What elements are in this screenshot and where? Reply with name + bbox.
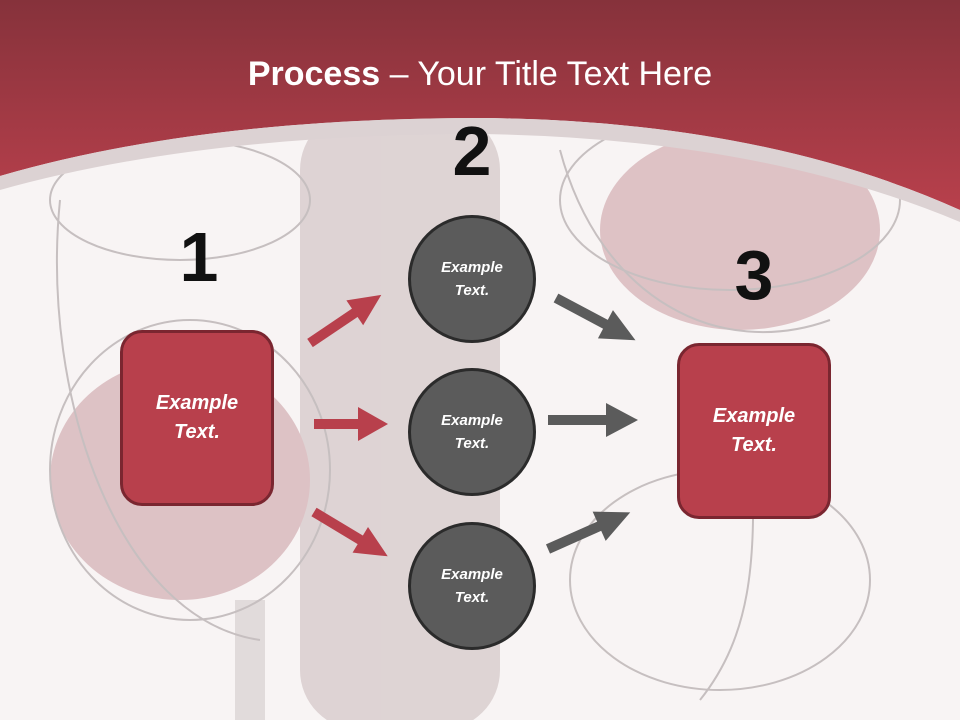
title-bold: Process — [247, 55, 381, 93]
right-step-box: Example Text. — [677, 343, 831, 519]
left-step-box: Example Text. — [120, 330, 274, 506]
slide-title: Process – Your Title Text Here — [0, 52, 960, 96]
step-number-2: 2 — [452, 112, 492, 190]
circle-2-line2: Text. — [454, 435, 490, 452]
circle-3-line2: Text. — [454, 589, 490, 606]
header-band — [0, 0, 960, 210]
arrow-from-circle-1 — [553, 293, 636, 341]
left-box-line2: Text. — [174, 421, 220, 443]
arrow-from-circle-2 — [548, 403, 638, 437]
circle-step-2: Example Text. — [408, 368, 536, 496]
step-number-3: 3 — [734, 236, 774, 314]
circle-step-1: Example Text. — [408, 215, 536, 343]
right-box-line2: Text. — [731, 434, 777, 456]
circle-3-line1: Example — [441, 566, 503, 583]
arrow-to-circle-3 — [311, 507, 388, 557]
right-box-line1: Example — [712, 405, 796, 427]
header-highlight — [0, 118, 960, 222]
circle-1-line2: Text. — [454, 282, 490, 299]
circle-1-line1: Example — [441, 259, 503, 276]
title-rest: – Your Title Text Here — [380, 55, 713, 93]
circle-2-line1: Example — [441, 412, 503, 429]
left-box-line1: Example — [155, 392, 239, 414]
arrow-to-circle-2 — [314, 407, 388, 441]
arrow-from-circle-3 — [545, 511, 631, 554]
arrow-to-circle-1 — [307, 294, 382, 348]
step-number-1: 1 — [179, 218, 219, 296]
circle-step-3: Example Text. — [408, 522, 536, 650]
